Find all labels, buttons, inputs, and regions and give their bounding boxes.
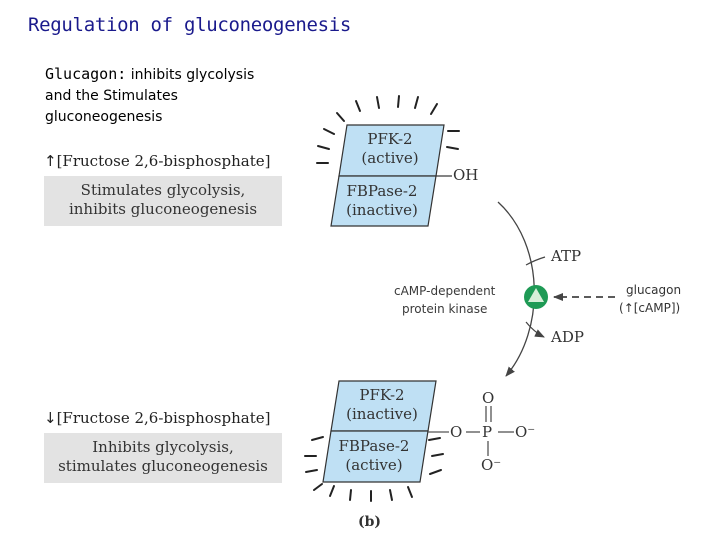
kinase-label: cAMP-dependent protein kinase xyxy=(394,282,495,318)
fbpase2-active-box xyxy=(322,430,429,483)
activity-rays-top xyxy=(316,95,460,164)
pfk2-bottom-label: PFK-2 (inactive) xyxy=(344,386,420,428)
fructose-label-bottom: [Fructose 2,6-bisphosphate] xyxy=(56,409,271,427)
phosphate-o-left: O xyxy=(450,423,463,441)
panel-label: (b) xyxy=(358,514,382,530)
pfk2-top-state: (active) xyxy=(361,149,419,167)
kinase-line1: cAMP-dependent xyxy=(394,284,496,298)
fructose-level-down: ↓[Fructose 2,6-bisphosphate] xyxy=(44,409,270,427)
effect-box-bottom: Inhibits glycolysis, stimulates gluconeo… xyxy=(44,433,282,483)
camp-arrow-up-icon: ↑ xyxy=(623,301,634,315)
activity-rays-bottom xyxy=(304,436,444,502)
phosphate-p: P xyxy=(482,423,493,441)
phosphate-o-top: O xyxy=(482,389,495,407)
effect-bottom-line2: stimulates gluconeogenesis xyxy=(58,457,268,475)
adp-label: ADP xyxy=(551,328,584,346)
fbpase2-inactive-box xyxy=(330,175,437,227)
pfk2-top-name: PFK-2 xyxy=(367,130,413,148)
pfk2-top-label: PFK-2 (active) xyxy=(352,130,428,172)
adp-branch-arrow xyxy=(525,321,545,338)
fbpase2-bottom-label: FBPase-2 (active) xyxy=(336,437,412,479)
effect-box-top: Stimulates glycolysis, inhibits gluconeo… xyxy=(44,176,282,226)
page-title: Regulation of gluconeogenesis xyxy=(28,14,352,36)
fbpase2-bottom-state: (active) xyxy=(345,456,403,474)
effect-bottom-line1: Inhibits glycolysis, xyxy=(92,438,234,456)
fructose-label-top: [Fructose 2,6-bisphosphate] xyxy=(56,152,271,170)
phosphate-o-right: O⁻ xyxy=(515,423,536,441)
intro-line1: inhibits glycolysis xyxy=(130,67,255,83)
intro-line2: and the Stimulates xyxy=(45,88,178,104)
intro-line3: gluconeogenesis xyxy=(45,109,163,125)
pfk2-bottom-state: (inactive) xyxy=(346,405,418,423)
effect-top-line2: inhibits gluconeogenesis xyxy=(68,200,258,218)
fbpase2-top-state: (inactive) xyxy=(346,201,418,219)
phosphate-o-bottom: O⁻ xyxy=(481,456,502,474)
phosphate-bonds xyxy=(428,406,514,456)
fbpase2-top-label: FBPase-2 (inactive) xyxy=(344,182,420,224)
pfk2-bottom-name: PFK-2 xyxy=(359,386,405,404)
oh-group: OH xyxy=(453,166,479,184)
arrow-up-icon: ↑ xyxy=(44,152,57,170)
arrow-down-icon: ↓ xyxy=(44,409,57,427)
intro-glucagon: Glucagon: xyxy=(45,65,127,83)
intro-text: Glucagon: inhibits glycolysis and the St… xyxy=(45,64,315,128)
camp-level: (↑[cAMP]) xyxy=(619,301,680,315)
atp-branch xyxy=(525,256,546,266)
fbpase2-top-name: FBPase-2 xyxy=(346,182,418,200)
kinase-line2: protein kinase xyxy=(402,302,488,316)
fructose-level-up: ↑[Fructose 2,6-bisphosphate] xyxy=(44,152,270,170)
camp-paren: ( xyxy=(619,301,624,315)
kinase-triangle-icon xyxy=(528,288,544,302)
fbpase2-bottom-name: FBPase-2 xyxy=(338,437,410,455)
effect-top-line1: Stimulates glycolysis, xyxy=(80,181,246,199)
atp-label: ATP xyxy=(551,247,582,265)
glucagon-label: glucagon xyxy=(626,283,682,297)
camp-label: [cAMP]) xyxy=(633,301,681,315)
